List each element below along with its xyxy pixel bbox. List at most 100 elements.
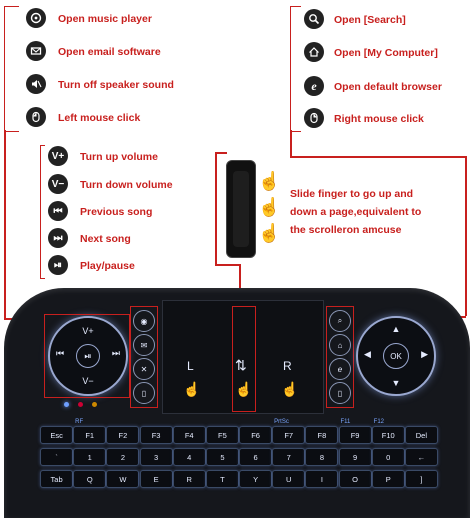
dpad-play-pause[interactable]: ⏯ bbox=[76, 344, 100, 368]
media-dpad-highlight bbox=[44, 314, 130, 398]
scroll-connector-top bbox=[215, 152, 227, 154]
feature-label-music: Open music player bbox=[58, 13, 152, 25]
key-row3-9[interactable]: O bbox=[338, 470, 372, 488]
key-row3-0[interactable]: Tab bbox=[40, 470, 74, 488]
feature-label-my-computer: Open [My Computer] bbox=[334, 47, 438, 59]
key-row3-5[interactable]: T bbox=[205, 470, 239, 488]
key-row2-1[interactable]: 1 bbox=[73, 448, 107, 466]
key-music[interactable]: ◉ bbox=[133, 310, 155, 332]
feature-label-mute: Turn off speaker sound bbox=[58, 79, 174, 91]
media-feature-bracket bbox=[40, 145, 45, 279]
key-row1-8[interactable]: F8 bbox=[305, 426, 339, 444]
key-row1-6[interactable]: F6 bbox=[239, 426, 273, 444]
touchpad-scroll-label: ⇅ bbox=[235, 357, 247, 373]
key-email[interactable]: ✉ bbox=[133, 334, 155, 356]
key-row2-2[interactable]: 2 bbox=[106, 448, 140, 466]
play-pause-icon: ⏯ bbox=[48, 255, 68, 275]
touchpad[interactable]: L ⇅ R ☝ ☝ ☝ bbox=[162, 300, 324, 414]
feature-label-play-pause: Play/pause bbox=[80, 260, 135, 272]
key-row2-10[interactable]: 0 bbox=[371, 448, 405, 466]
key-search[interactable]: ⌕ bbox=[329, 310, 351, 332]
key-row3-3[interactable]: E bbox=[139, 470, 173, 488]
key-row2-11[interactable]: ← bbox=[404, 448, 438, 466]
key-row2-3[interactable]: 3 bbox=[139, 448, 173, 466]
scroll-strip-illustration bbox=[226, 160, 256, 258]
key-mute[interactable]: ✕ bbox=[133, 358, 155, 380]
key-browser[interactable]: e bbox=[329, 358, 351, 380]
key-row2-7[interactable]: 7 bbox=[272, 448, 306, 466]
left-function-column-highlight bbox=[130, 306, 158, 408]
status-led-orange bbox=[92, 402, 97, 407]
scroll-connector-left bbox=[215, 152, 217, 264]
status-led-red bbox=[78, 402, 83, 407]
key-row2-6[interactable]: 6 bbox=[239, 448, 273, 466]
key-row2-9[interactable]: 9 bbox=[338, 448, 372, 466]
previous-song-icon: ⏮ bbox=[48, 201, 68, 221]
touchpad-left-label: L bbox=[187, 359, 194, 373]
feature-label-volume-up: Turn up volume bbox=[80, 151, 158, 163]
key-row3-6[interactable]: Y bbox=[239, 470, 273, 488]
feature-label-right-click: Right mouse click bbox=[334, 113, 424, 125]
scroll-connector-down bbox=[239, 264, 241, 306]
key-fn-label-7: PrtSc bbox=[274, 419, 289, 425]
key-row1-0[interactable]: Esc bbox=[40, 426, 74, 444]
key-row3-8[interactable]: I bbox=[305, 470, 339, 488]
feature-label-browser: Open default browser bbox=[334, 81, 442, 93]
dpad-volume-up[interactable]: V+ bbox=[82, 326, 94, 336]
key-row1-4[interactable]: F4 bbox=[172, 426, 206, 444]
key-row1-9[interactable]: F9 bbox=[338, 426, 372, 444]
key-row2-8[interactable]: 8 bbox=[305, 448, 339, 466]
feature-label-search: Open [Search] bbox=[334, 14, 406, 26]
dpad-previous[interactable]: ⏮ bbox=[56, 348, 65, 358]
feature-label-left-click: Left mouse click bbox=[58, 112, 141, 124]
key-row2-0[interactable]: ` bbox=[40, 448, 74, 466]
key-right-click[interactable]: ▯ bbox=[329, 382, 351, 404]
browser-icon: e bbox=[304, 76, 324, 96]
key-row3-4[interactable]: R bbox=[172, 470, 206, 488]
navigation-dpad[interactable]: ▲ ▼ ◀ ▶ OK bbox=[356, 316, 436, 396]
right-connector-horizontal bbox=[290, 156, 466, 158]
right-connector-vertical bbox=[290, 130, 292, 156]
right-connector-down bbox=[465, 156, 467, 316]
music-icon bbox=[26, 8, 46, 28]
scroll-text-line-2: down a page,equivalent to bbox=[290, 206, 422, 218]
key-row2-4[interactable]: 4 bbox=[172, 448, 206, 466]
search-icon bbox=[304, 9, 324, 29]
touchpad-right-hand-icon: ☝ bbox=[281, 381, 299, 397]
key-row2-5[interactable]: 5 bbox=[205, 448, 239, 466]
key-row1-11[interactable]: Del bbox=[404, 426, 438, 444]
media-dpad[interactable]: V+ V− ⏮ ⏭ ⏯ bbox=[48, 316, 128, 396]
dpad-down-icon[interactable]: ▼ bbox=[391, 378, 401, 388]
key-row3-10[interactable]: P bbox=[371, 470, 405, 488]
key-row1-5[interactable]: F5 bbox=[205, 426, 239, 444]
key-row3-7[interactable]: U bbox=[272, 470, 306, 488]
dpad-volume-down[interactable]: V− bbox=[82, 376, 94, 386]
status-led-blue bbox=[64, 402, 69, 407]
key-row1-2[interactable]: F2 bbox=[106, 426, 140, 444]
right-function-column-highlight bbox=[326, 306, 354, 408]
key-row1-7[interactable]: F7 bbox=[272, 426, 306, 444]
touchpad-right-label: R bbox=[283, 359, 292, 373]
dpad-left-icon[interactable]: ◀ bbox=[364, 349, 371, 359]
key-row1-3[interactable]: F3 bbox=[139, 426, 173, 444]
key-fn-label-9: F11 bbox=[340, 419, 351, 425]
touchpad-left-hand-icon: ☝ bbox=[183, 381, 201, 397]
key-row3-11[interactable]: ] bbox=[404, 470, 438, 488]
volume-up-icon: V+ bbox=[48, 146, 68, 166]
scroll-text-line-3: the scrolleron amcuse bbox=[290, 224, 402, 236]
dpad-up-icon[interactable]: ▲ bbox=[391, 324, 401, 334]
key-row1-1[interactable]: F1 bbox=[73, 426, 107, 444]
dpad-ok-button[interactable]: OK bbox=[383, 343, 409, 369]
dpad-right-icon[interactable]: ▶ bbox=[421, 349, 428, 359]
key-left-click[interactable]: ▯ bbox=[133, 382, 155, 404]
key-row3-1[interactable]: Q bbox=[73, 470, 107, 488]
key-home[interactable]: ⌂ bbox=[329, 334, 351, 356]
key-row1-10[interactable]: F10 bbox=[371, 426, 405, 444]
key-fn-label-1: RF bbox=[75, 419, 84, 425]
scroll-finger-icon: ☝☝☝ bbox=[258, 171, 281, 243]
key-row3-2[interactable]: W bbox=[106, 470, 140, 488]
dpad-next[interactable]: ⏭ bbox=[111, 348, 120, 358]
next-song-icon: ⏭ bbox=[48, 228, 68, 248]
right-feature-bracket bbox=[290, 6, 301, 132]
key-fn-label-10: F12 bbox=[373, 419, 384, 425]
